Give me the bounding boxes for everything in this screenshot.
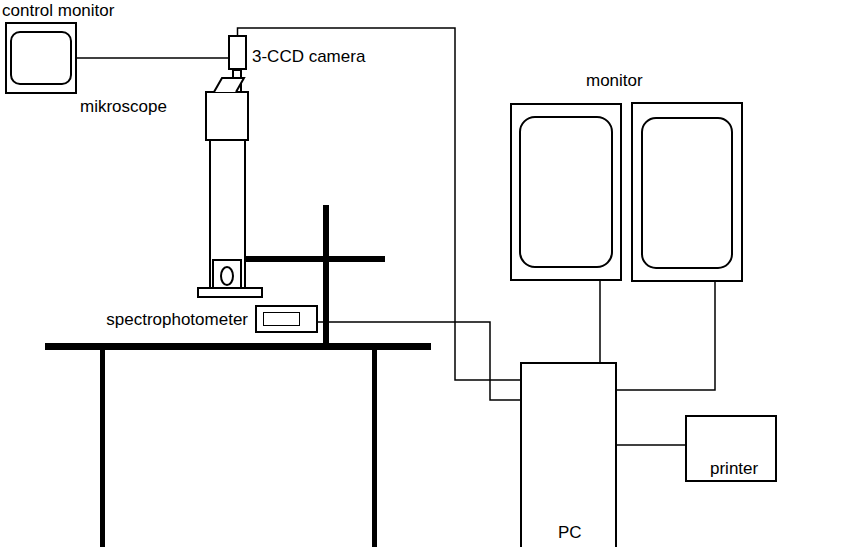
node-label: spectrophotometer (106, 311, 248, 330)
node-label: printer (710, 460, 758, 479)
camera-box: 3-CCD camera (228, 35, 247, 70)
cable (77, 57, 228, 59)
printer-box: printer (685, 415, 777, 482)
monitor: monitor (510, 103, 622, 281)
node-label: 3-CCD camera (252, 48, 365, 67)
node-label: PC (558, 524, 582, 543)
stand-arm (245, 256, 385, 262)
part-label: mikroscope (80, 98, 167, 117)
monitor-outline (510, 103, 622, 281)
cable (617, 444, 685, 446)
display-window (263, 312, 300, 326)
table-top (45, 343, 431, 350)
control-monitor: control monitor (5, 22, 77, 94)
stand-post (323, 205, 329, 345)
table-leg (100, 350, 105, 547)
node-label: monitor (586, 72, 643, 91)
node-label: control monitor (2, 2, 114, 21)
table-leg (372, 350, 377, 547)
cable (238, 28, 521, 380)
spectrophotometer-box: spectrophotometer (255, 305, 318, 333)
wire (617, 281, 715, 390)
monitor-screen (632, 103, 742, 281)
monitor-outline (5, 22, 77, 94)
microscope (198, 70, 262, 297)
cable (318, 322, 520, 400)
cable (599, 281, 601, 362)
pc-box: PC (520, 362, 617, 547)
